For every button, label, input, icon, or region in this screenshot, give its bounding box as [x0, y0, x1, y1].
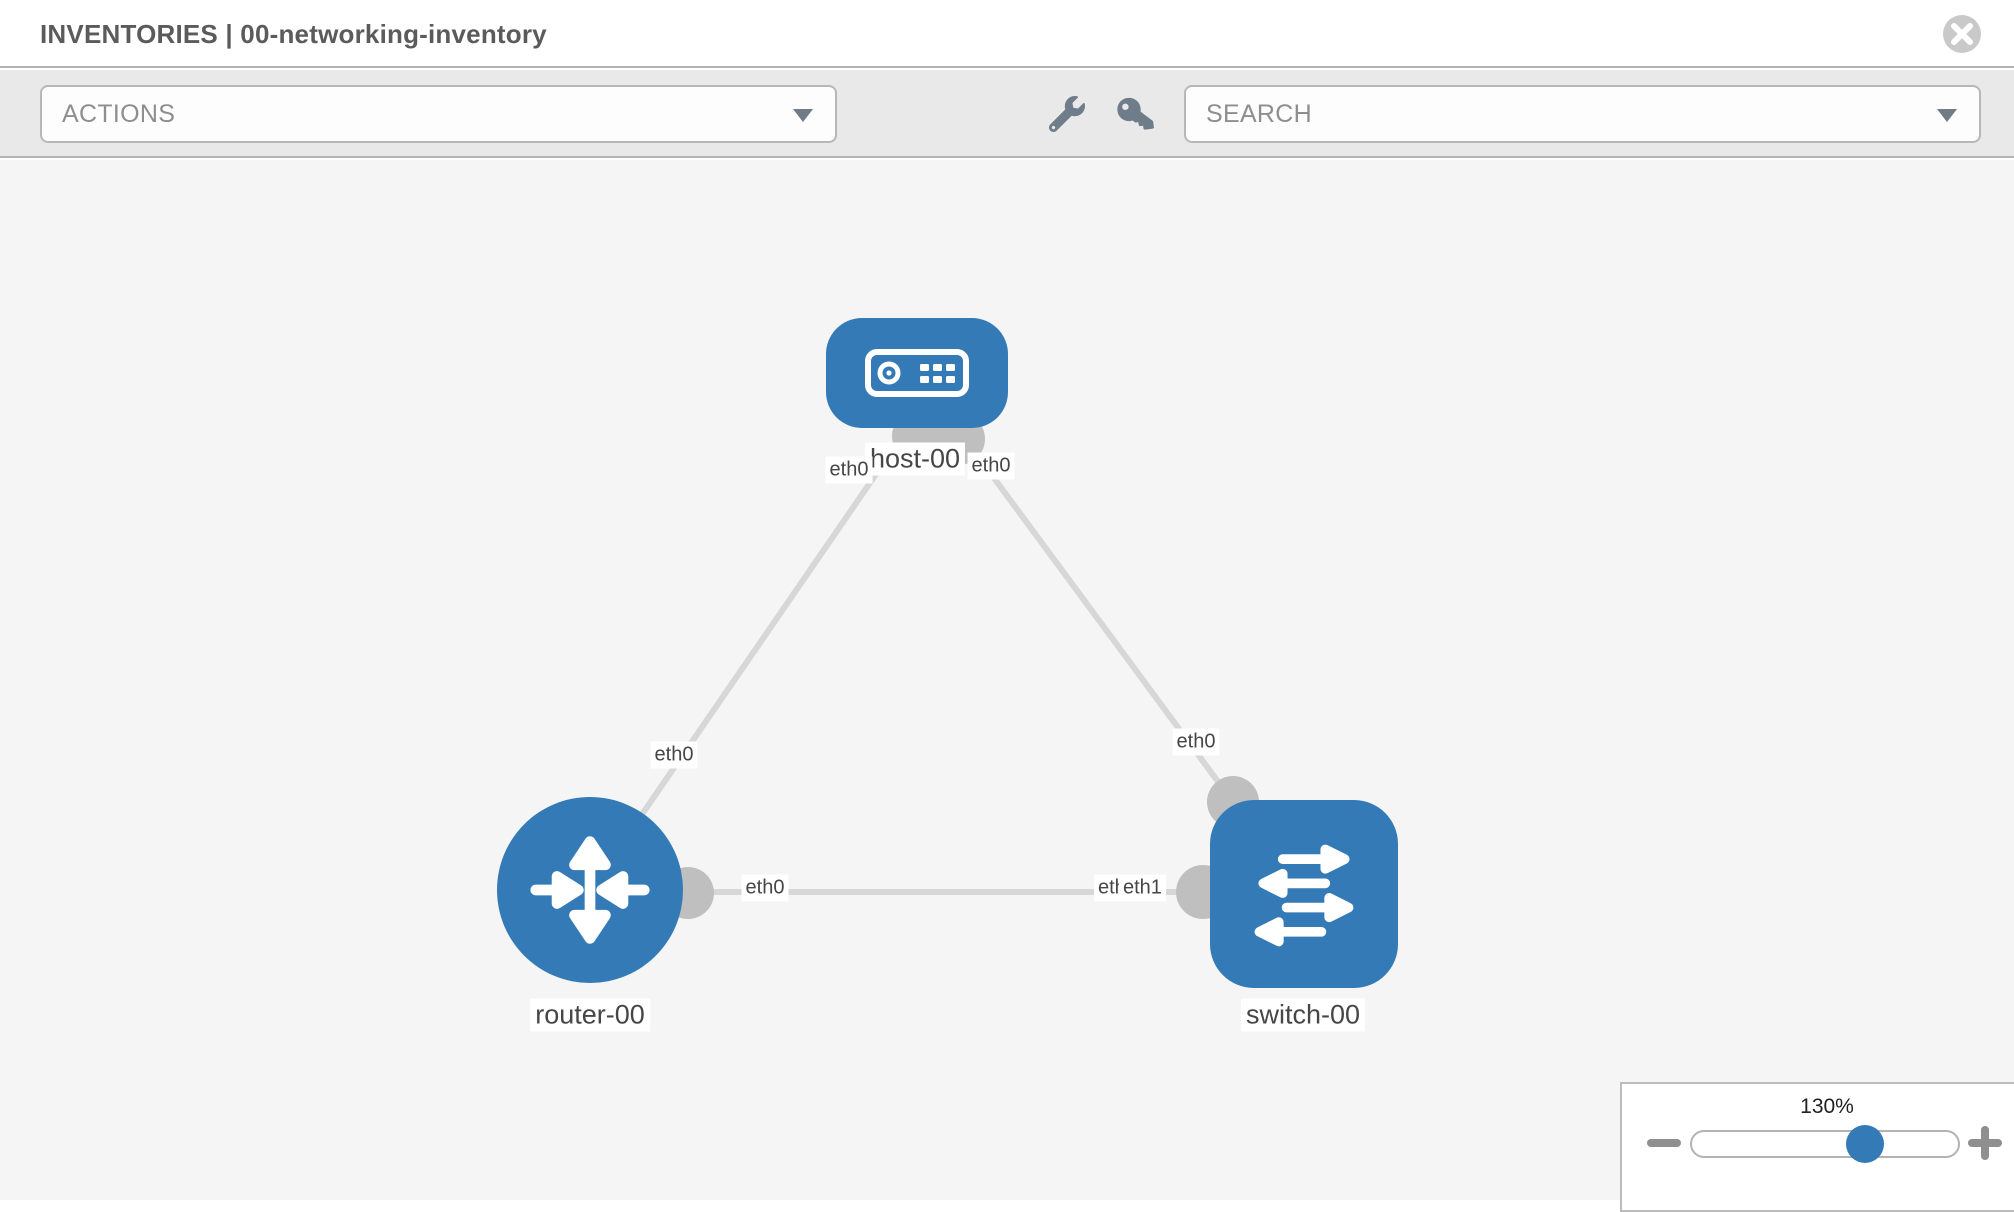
toolbar: ACTIONS SEARCH — [0, 70, 2014, 158]
host-icon — [865, 349, 969, 397]
chevron-down-icon — [793, 109, 813, 122]
zoom-out-button[interactable] — [1647, 1139, 1681, 1147]
iface-label: eth0 — [741, 874, 789, 902]
wrench-icon — [1049, 96, 1085, 132]
zoom-slider-track[interactable] — [1690, 1130, 1960, 1158]
close-icon — [1951, 23, 1973, 45]
iface-label: eth1 — [1119, 874, 1166, 902]
node-router-00[interactable] — [497, 797, 683, 983]
links-layer — [587, 412, 1259, 919]
zoom-level: 130% — [1800, 1095, 1854, 1118]
zoom-in-button[interactable] — [1967, 1125, 2003, 1161]
search-dropdown[interactable]: SEARCH — [1184, 85, 1981, 143]
zoom-panel: 130% — [1620, 1082, 2014, 1212]
iface-label: eth0 — [825, 456, 873, 484]
node-label-router: router-00 — [530, 998, 650, 1032]
node-label-host: host-00 — [864, 442, 966, 476]
iface-label: eth0 — [650, 741, 698, 769]
page-title: INVENTORIES | 00-networking-inventory — [40, 19, 547, 49]
node-host-00[interactable] — [826, 318, 1008, 428]
switch-icon — [1254, 844, 1354, 947]
zoom-slider-thumb[interactable] — [1846, 1125, 1884, 1163]
actions-dropdown[interactable]: ACTIONS — [40, 85, 837, 143]
key-icon — [1117, 97, 1154, 130]
topology-canvas[interactable]: host-00 router-00 switch-00 eth0 eth0 et… — [0, 160, 2014, 1200]
chevron-down-icon — [1937, 109, 1957, 122]
search-placeholder: SEARCH — [1206, 99, 1312, 128]
actions-dropdown-value: ACTIONS — [62, 99, 176, 128]
configure-button[interactable] — [1045, 83, 1089, 145]
iface-label: eth0 — [967, 452, 1015, 480]
credentials-button[interactable] — [1113, 83, 1157, 145]
close-button[interactable] — [1943, 15, 1981, 53]
iface-label: eth0 — [1172, 728, 1220, 756]
node-label-switch: switch-00 — [1240, 998, 1366, 1032]
node-switch-00[interactable] — [1210, 800, 1398, 988]
router-icon — [530, 836, 650, 944]
page-header: INVENTORIES | 00-networking-inventory — [0, 0, 2014, 68]
